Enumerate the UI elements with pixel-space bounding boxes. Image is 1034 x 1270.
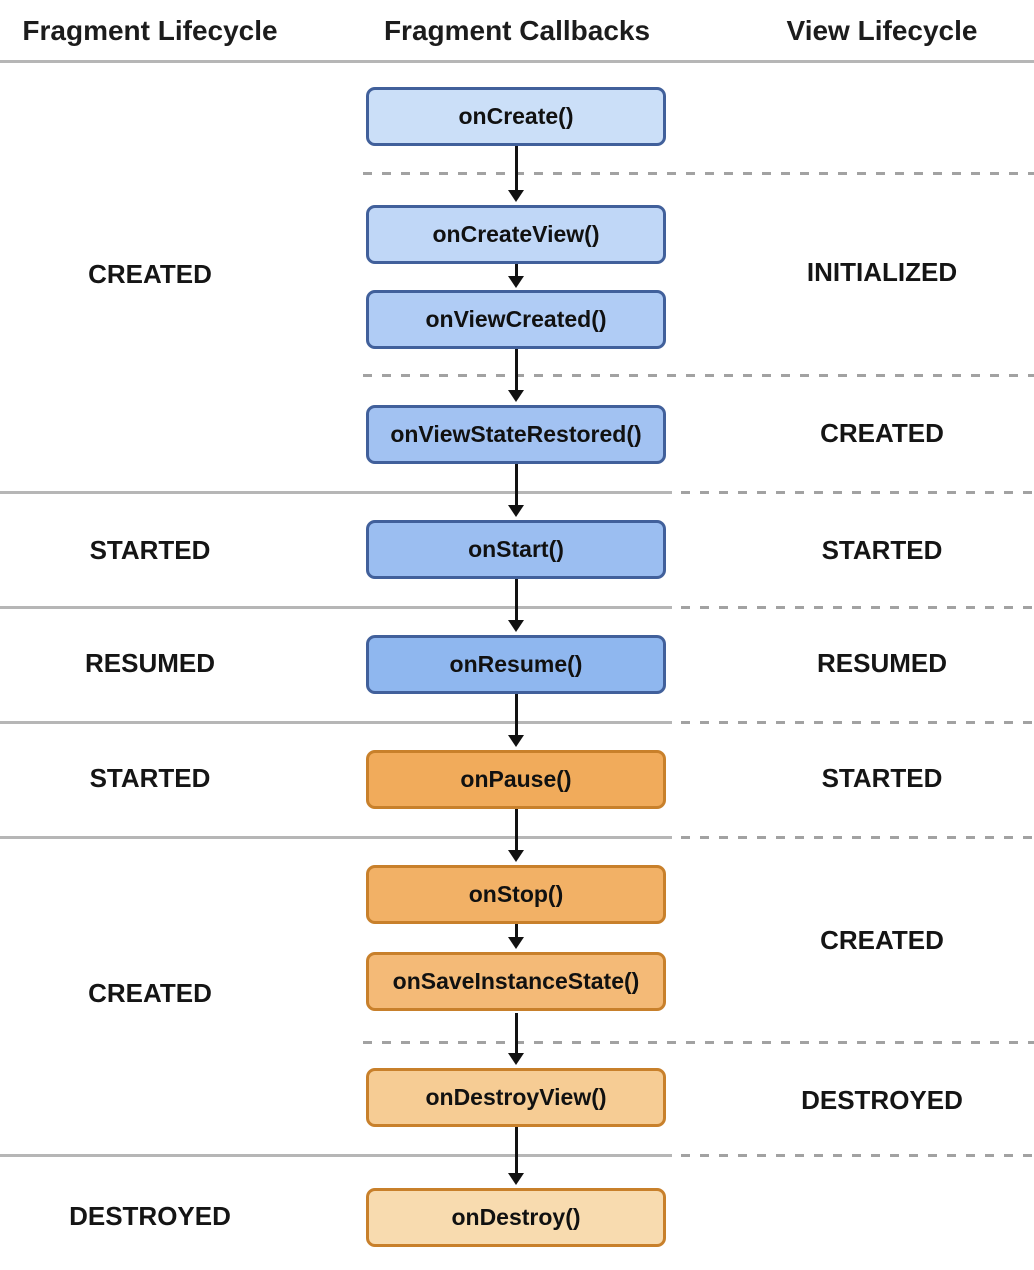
view-section-divider bbox=[681, 606, 1034, 609]
flow-arrow bbox=[508, 146, 524, 202]
callback-box-ondestroy: onDestroy() bbox=[366, 1188, 666, 1247]
callback-box-onstart: onStart() bbox=[366, 520, 666, 579]
fragment-section-divider bbox=[0, 606, 672, 609]
view-section-divider bbox=[681, 1154, 1034, 1157]
flow-arrow bbox=[508, 694, 524, 747]
view-section-divider bbox=[681, 721, 1034, 724]
view-state-started2: STARTED bbox=[821, 763, 943, 793]
view-state-started: STARTED bbox=[821, 535, 943, 565]
view-state-created2: CREATED bbox=[820, 925, 944, 955]
column-header-fragment-lifecycle: Fragment Lifecycle bbox=[22, 15, 278, 46]
callback-box-oncreate: onCreate() bbox=[366, 87, 666, 146]
callback-box-onviewcreated: onViewCreated() bbox=[366, 290, 666, 349]
callback-box-onresume: onResume() bbox=[366, 635, 666, 694]
callback-box-ondestroyview: onDestroyView() bbox=[366, 1068, 666, 1127]
flow-arrow bbox=[508, 924, 524, 949]
view-state-initialized: INITIALIZED bbox=[806, 257, 958, 287]
column-header-fragment-callbacks: Fragment Callbacks bbox=[383, 15, 651, 46]
view-section-divider bbox=[363, 1041, 1034, 1044]
fragment-state-destroyed: DESTROYED bbox=[69, 1201, 231, 1231]
fragment-section-divider bbox=[0, 836, 672, 839]
callback-box-onpause: onPause() bbox=[366, 750, 666, 809]
flow-arrow bbox=[508, 264, 524, 288]
fragment-state-created: CREATED bbox=[88, 259, 212, 289]
fragment-state-created2: CREATED bbox=[88, 978, 212, 1008]
view-state-destroyed: DESTROYED bbox=[801, 1085, 963, 1115]
fragment-section-divider bbox=[0, 491, 672, 494]
view-section-divider bbox=[681, 836, 1034, 839]
callback-box-onviewstaterestored: onViewStateRestored() bbox=[366, 405, 666, 464]
callback-box-onstop: onStop() bbox=[366, 865, 666, 924]
flow-arrow bbox=[508, 809, 524, 862]
view-state-created: CREATED bbox=[820, 418, 944, 448]
flow-arrow bbox=[508, 1013, 524, 1065]
fragment-state-started: STARTED bbox=[89, 535, 211, 565]
column-header-view-lifecycle: View Lifecycle bbox=[786, 15, 978, 46]
fragment-section-divider bbox=[0, 1154, 672, 1157]
view-state-resumed: RESUMED bbox=[816, 648, 947, 678]
flow-arrow bbox=[508, 1127, 524, 1185]
flow-arrow bbox=[508, 349, 524, 402]
header-divider bbox=[0, 60, 1034, 63]
callback-box-oncreateview: onCreateView() bbox=[366, 205, 666, 264]
flow-arrow bbox=[508, 464, 524, 517]
fragment-section-divider bbox=[0, 721, 672, 724]
view-section-divider bbox=[681, 491, 1034, 494]
callback-box-onsaveinstancestate: onSaveInstanceState() bbox=[366, 952, 666, 1011]
flow-arrow bbox=[508, 579, 524, 632]
fragment-state-resumed: RESUMED bbox=[84, 648, 215, 678]
view-section-divider bbox=[363, 172, 1034, 175]
fragment-state-started2: STARTED bbox=[89, 763, 211, 793]
view-section-divider bbox=[363, 374, 1034, 377]
